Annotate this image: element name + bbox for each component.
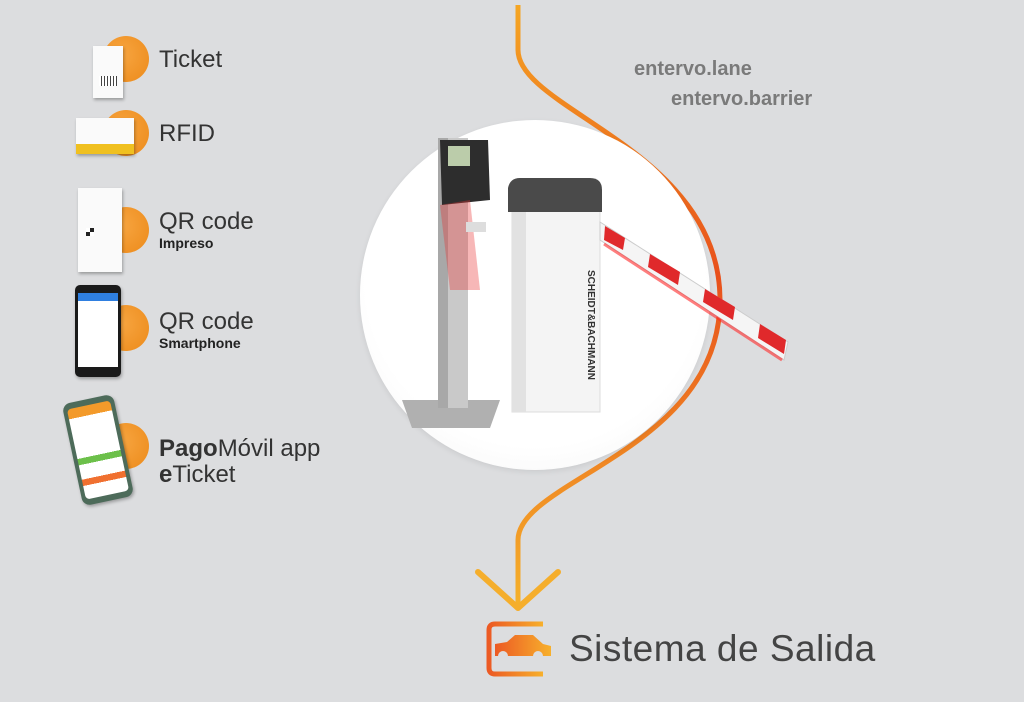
media-sublabel: Smartphone <box>159 335 241 351</box>
entervo-barrier: SCHEIDT&BACHMANN <box>508 178 789 413</box>
brand-text: SCHEIDT&BACHMANN <box>585 270 596 380</box>
media-label-rest: Ticket <box>172 461 236 488</box>
product-label-barrier: entervo.barrier <box>671 88 813 110</box>
barrier-arm <box>599 221 789 362</box>
entervo-lane-terminal <box>402 138 500 428</box>
car-exit-icon <box>486 621 551 677</box>
media-label-main: QR code <box>159 208 254 235</box>
media-label: Ticket <box>159 46 223 73</box>
rfid-card-icon <box>76 118 134 154</box>
media-label-bold: e <box>159 461 173 488</box>
paper-ticket-icon <box>93 46 123 98</box>
media-label: PagoMóvil app eTicket <box>159 436 320 488</box>
product-label-lane: entervo.lane <box>634 58 752 80</box>
smartphone-qr-icon <box>75 285 121 377</box>
media-label-rest: Móvil app <box>217 435 321 462</box>
arrow-down-icon <box>475 569 561 611</box>
media-label-bold: Pago <box>159 435 218 462</box>
printed-qr-icon <box>78 188 122 272</box>
media-label-main: QR code <box>159 308 254 335</box>
exit-system-title: Sistema de Salida <box>569 628 876 669</box>
media-sublabel: Impreso <box>159 235 214 251</box>
media-label: RFID <box>159 120 215 147</box>
